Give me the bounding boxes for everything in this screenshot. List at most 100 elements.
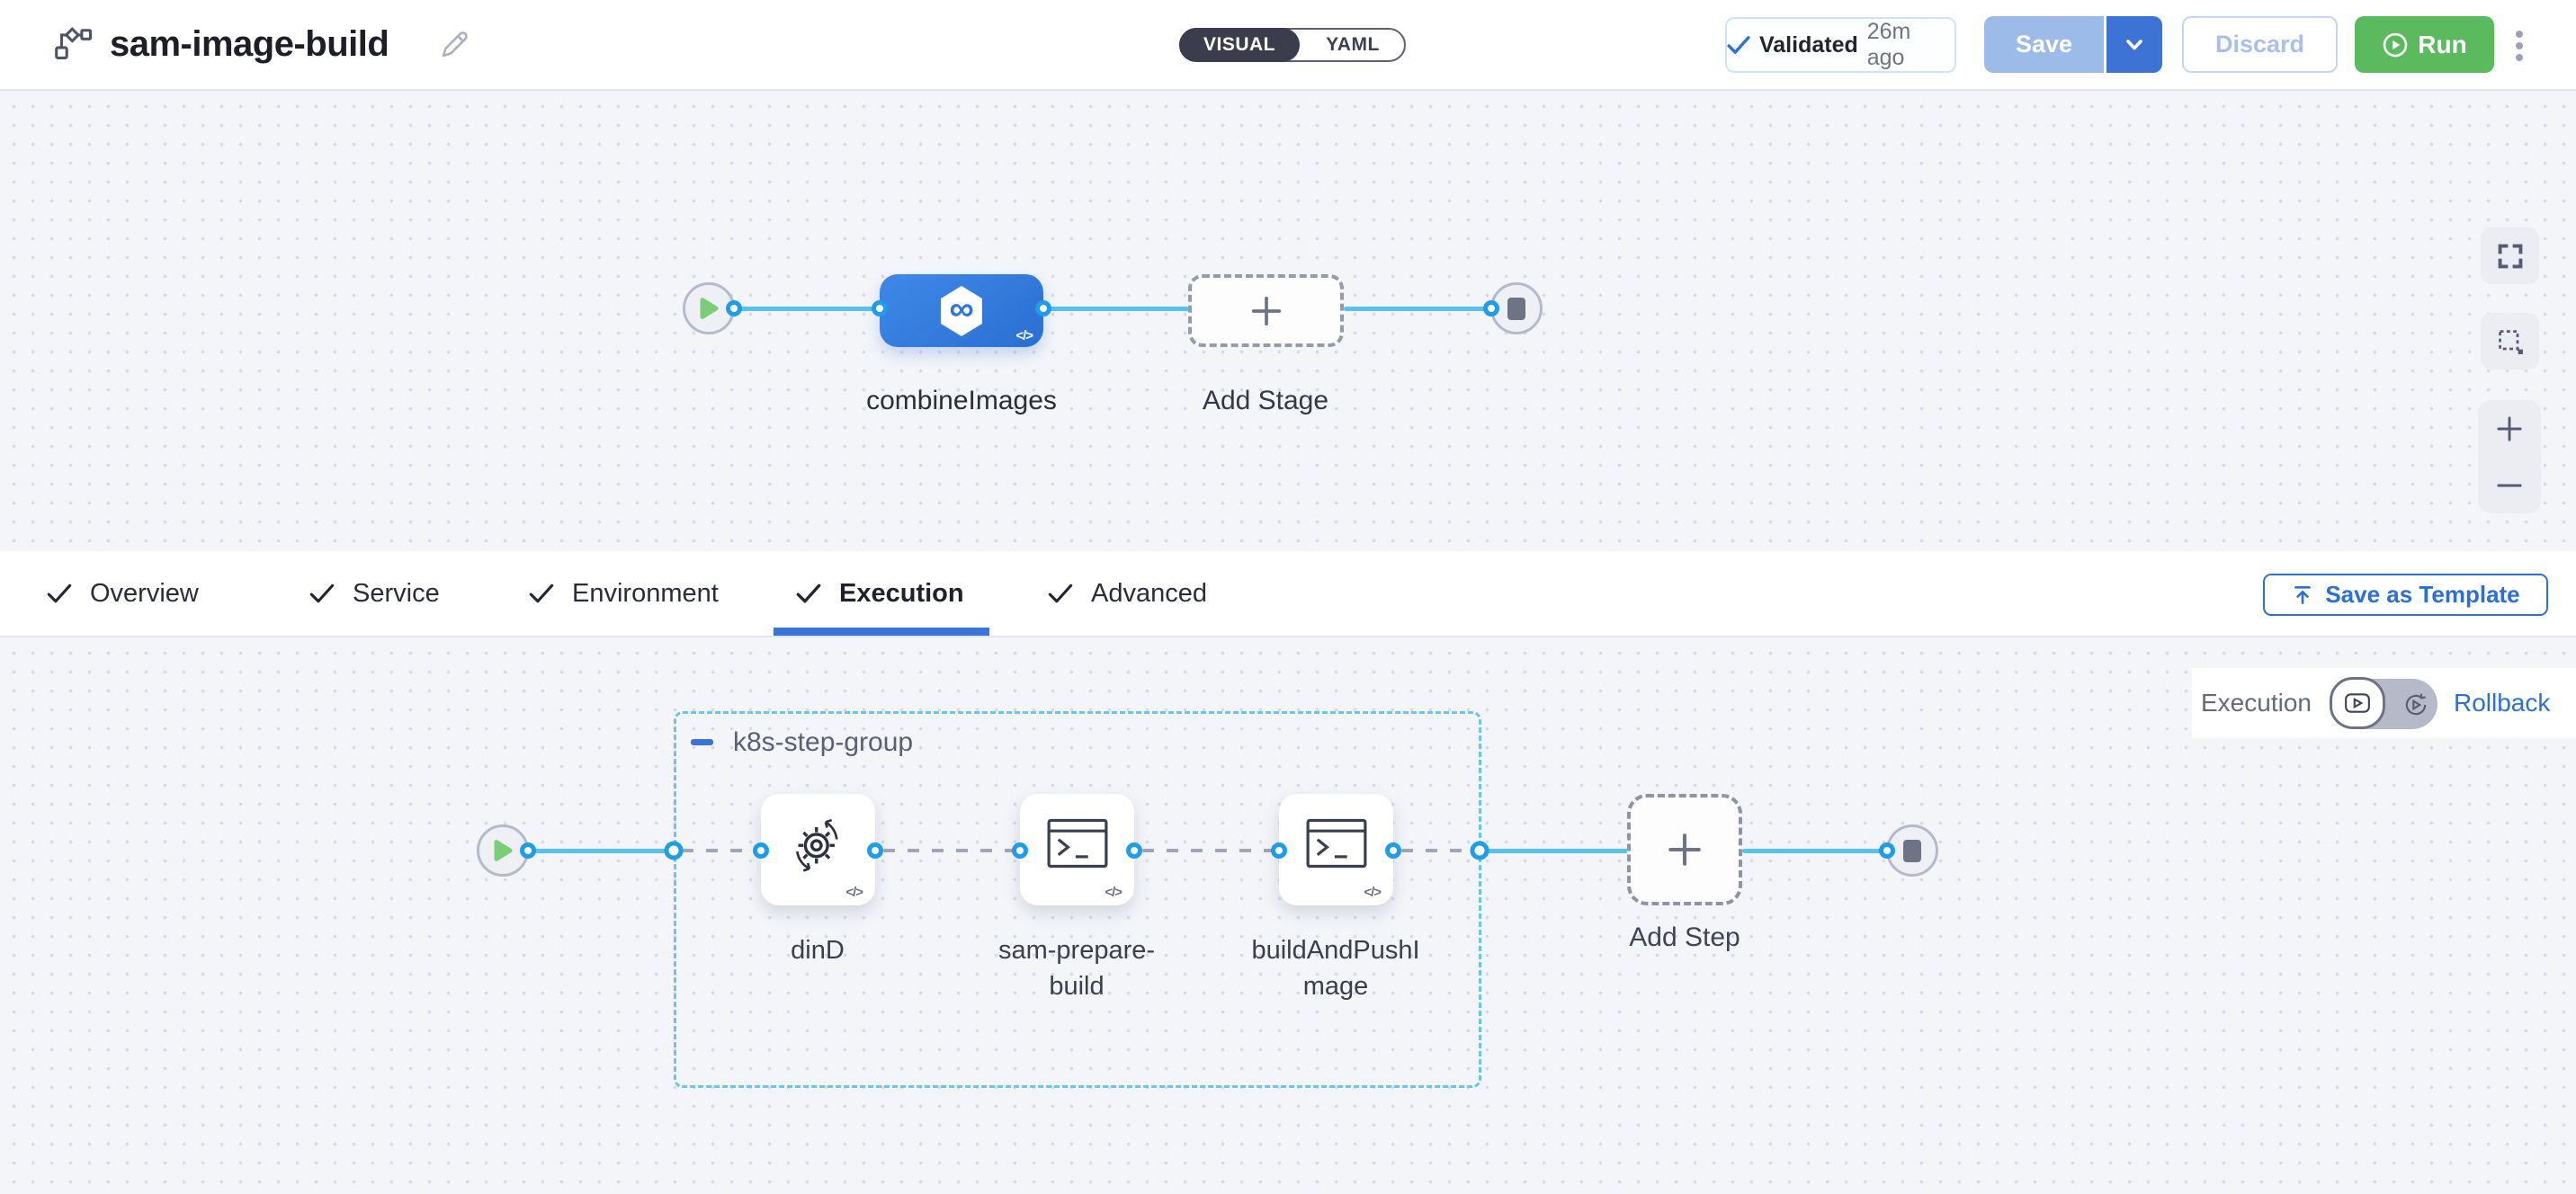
check-icon bbox=[1727, 36, 1750, 54]
step-group-label: k8s-step-group bbox=[733, 727, 914, 757]
check-icon bbox=[309, 584, 335, 603]
step-card-buildandpushimage[interactable]: </> bbox=[1279, 794, 1393, 905]
play-icon bbox=[494, 840, 513, 861]
dashed-link-line bbox=[682, 849, 761, 852]
custom-stage-icon: ∞ bbox=[941, 286, 982, 336]
terminal-icon bbox=[1306, 818, 1366, 868]
connector-dot bbox=[753, 842, 769, 859]
zoom-in-button[interactable] bbox=[2478, 400, 2541, 457]
tab-environment[interactable]: Environment bbox=[529, 551, 719, 636]
add-stage-label: Add Stage bbox=[1202, 386, 1329, 415]
tab-label: Execution bbox=[839, 578, 964, 608]
validated-time: 26m ago bbox=[1866, 19, 1911, 70]
link-line bbox=[1480, 849, 1628, 853]
terminal-icon bbox=[1047, 818, 1107, 868]
marquee-select-icon bbox=[2498, 329, 2523, 354]
connector-dot bbox=[1012, 842, 1028, 859]
chevron-down-icon bbox=[2126, 39, 2142, 49]
pipeline-icon bbox=[55, 27, 93, 59]
connector-dot bbox=[1271, 842, 1287, 859]
check-icon bbox=[47, 584, 72, 603]
save-options-button[interactable] bbox=[2106, 16, 2162, 73]
stage-label: combineImages bbox=[866, 386, 1057, 415]
stop-icon bbox=[1507, 297, 1525, 320]
rollback-view-label: Rollback bbox=[2454, 689, 2551, 717]
gear-sync-icon bbox=[795, 818, 838, 872]
collapse-group-icon[interactable] bbox=[691, 739, 713, 745]
execution-rollback-toggle bbox=[2330, 677, 2437, 729]
link-line bbox=[734, 307, 881, 311]
connector-dot bbox=[867, 842, 883, 859]
save-button[interactable]: Save bbox=[1984, 16, 2106, 73]
code-icon: </> bbox=[1015, 328, 1033, 343]
zoom-controls bbox=[2478, 400, 2541, 513]
run-label: Run bbox=[2418, 30, 2467, 58]
connector-dot bbox=[1385, 842, 1401, 859]
stage-card-combineimages[interactable]: ∞ </> bbox=[880, 274, 1043, 347]
group-connector-dot bbox=[664, 841, 684, 860]
tab-advanced[interactable]: Advanced bbox=[1048, 551, 1207, 636]
stage-canvas[interactable]: ∞ </> combineImages Add Stage bbox=[0, 91, 2576, 551]
edit-pencil-icon[interactable] bbox=[438, 29, 470, 61]
mode-visual-button[interactable]: VISUAL bbox=[1179, 28, 1300, 62]
validated-label: Validated bbox=[1758, 31, 1858, 58]
pipeline-title: sam-image-build bbox=[110, 24, 389, 64]
step-card-dind[interactable]: </> bbox=[761, 794, 875, 905]
tab-label: Overview bbox=[90, 578, 199, 608]
pipeline-end-node bbox=[1490, 282, 1543, 334]
tab-service[interactable]: Service bbox=[309, 551, 440, 636]
add-stage-button[interactable] bbox=[1188, 274, 1344, 347]
validated-badge[interactable]: Validated 26m ago bbox=[1725, 17, 1956, 73]
fullscreen-icon bbox=[2498, 244, 2522, 268]
tab-overview[interactable]: Overview bbox=[47, 551, 199, 636]
execution-view-button[interactable] bbox=[2330, 677, 2385, 729]
execution-view-label: Execution bbox=[2201, 689, 2312, 717]
connector-dot bbox=[1126, 842, 1142, 859]
code-icon: </> bbox=[1105, 885, 1123, 900]
rollback-view-button[interactable] bbox=[2402, 691, 2430, 719]
step-card-sam-prepare-build[interactable]: </> bbox=[1020, 794, 1134, 905]
link-line bbox=[1344, 307, 1492, 311]
tab-label: Advanced bbox=[1091, 578, 1207, 608]
upload-template-icon bbox=[2294, 585, 2312, 604]
check-icon bbox=[529, 584, 554, 603]
more-options-kebab-icon[interactable] bbox=[2512, 31, 2527, 72]
plus-icon bbox=[1251, 296, 1281, 325]
tab-execution[interactable]: Execution bbox=[796, 551, 964, 636]
save-split-button: Save bbox=[1984, 16, 2162, 73]
code-icon: </> bbox=[1364, 885, 1382, 900]
visual-yaml-toggle: VISUAL YAML bbox=[1179, 28, 1406, 62]
rollback-icon bbox=[2405, 693, 2427, 716]
execution-canvas[interactable]: Execution Rollback k8s-step-group bbox=[0, 637, 2576, 1194]
marquee-select-button[interactable] bbox=[2481, 313, 2539, 370]
zoom-in-icon bbox=[2497, 415, 2522, 441]
connector-dot bbox=[1035, 300, 1051, 316]
run-button[interactable]: Run bbox=[2355, 16, 2494, 73]
dashed-link-line bbox=[883, 849, 1020, 852]
connector-dot bbox=[1879, 842, 1895, 859]
mode-yaml-button[interactable]: YAML bbox=[1326, 34, 1380, 55]
dashed-link-line bbox=[1401, 849, 1480, 852]
discard-button[interactable]: Discard bbox=[2182, 16, 2338, 73]
view-toggle-panel: Execution Rollback bbox=[2192, 668, 2576, 738]
tab-label: Environment bbox=[572, 578, 719, 608]
dashed-link-line bbox=[1142, 849, 1279, 852]
step-group-boundary bbox=[674, 711, 1481, 1088]
check-icon bbox=[1048, 584, 1073, 603]
add-step-button[interactable] bbox=[1627, 794, 1742, 905]
header: sam-image-build VISUAL YAML Validated 26… bbox=[0, 0, 2576, 91]
connector-dot bbox=[1483, 300, 1499, 316]
add-step-label: Add Step bbox=[1629, 922, 1740, 952]
link-line bbox=[1742, 849, 1888, 853]
link-line bbox=[1043, 307, 1189, 311]
plus-icon bbox=[1668, 833, 1701, 866]
fullscreen-button[interactable] bbox=[2481, 227, 2539, 284]
save-as-template-button[interactable]: Save as Template bbox=[2263, 574, 2548, 616]
step-label: buildAndPushImage bbox=[1251, 936, 1420, 1001]
zoom-out-button[interactable] bbox=[2478, 457, 2541, 513]
stop-icon bbox=[1903, 839, 1921, 862]
zoom-out-icon bbox=[2497, 484, 2522, 486]
play-icon bbox=[700, 298, 719, 319]
play-circle-icon bbox=[2383, 32, 2408, 57]
stage-tabbar: Overview Service Environment Execution A… bbox=[0, 551, 2576, 637]
